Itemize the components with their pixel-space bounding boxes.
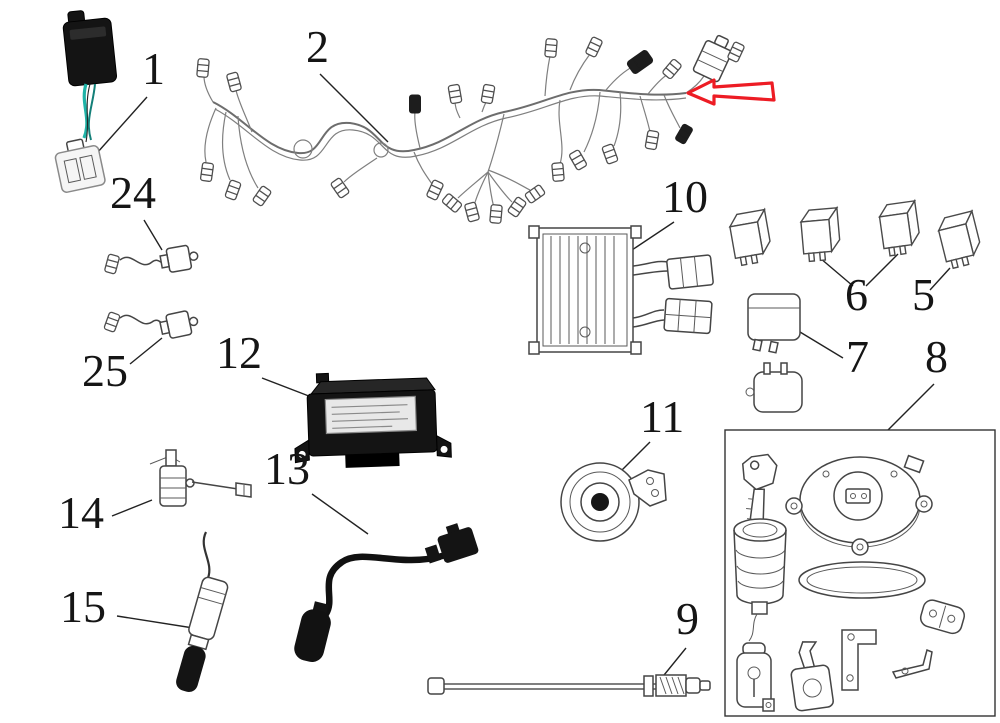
part-label-7: 7	[846, 331, 869, 382]
regulator-rectifier-drawing	[528, 225, 714, 355]
helmet-lock-drawing	[736, 642, 775, 712]
part-label-25: 25	[82, 345, 128, 396]
part-label-11: 11	[640, 391, 685, 442]
switch-25-drawing	[103, 310, 199, 339]
part-label-6: 6	[845, 269, 868, 320]
lock-plate-drawing	[919, 599, 965, 635]
part-label-24: 24	[110, 167, 156, 218]
ignition-barrel-drawing	[733, 518, 787, 642]
part-label-10: 10	[662, 171, 708, 222]
part-label-5: 5	[912, 269, 935, 320]
part-label-8: 8	[925, 331, 948, 382]
lock-set-box-drawing	[724, 429, 996, 717]
part-label-2: 2	[306, 21, 329, 72]
relay-1-drawing	[54, 10, 118, 193]
part-label-15: 15	[60, 581, 106, 632]
ecu-drawing	[294, 372, 452, 468]
part-label-13: 13	[264, 443, 310, 494]
sensor-probe-drawing	[176, 531, 229, 692]
clamp-drawing	[891, 648, 933, 679]
part-label-9: 9	[676, 593, 699, 644]
fuel-cap-drawing	[785, 454, 933, 556]
part-label-14: 14	[58, 487, 104, 538]
relay-row-drawing	[727, 200, 985, 271]
switch-24-drawing	[103, 244, 199, 275]
seat-lock-drawing	[790, 641, 834, 712]
bracket-drawing	[841, 629, 877, 691]
part-label-1: 1	[142, 43, 165, 94]
cable-13-drawing	[294, 523, 479, 663]
part-label-12: 12	[216, 327, 262, 378]
relay-7-drawing	[745, 293, 803, 413]
horn-drawing	[560, 462, 667, 542]
seal-ring-drawing	[798, 561, 926, 599]
cable-9-drawing	[427, 674, 711, 697]
lever-switch-drawing	[149, 449, 252, 507]
red-arrow-icon	[686, 78, 776, 106]
